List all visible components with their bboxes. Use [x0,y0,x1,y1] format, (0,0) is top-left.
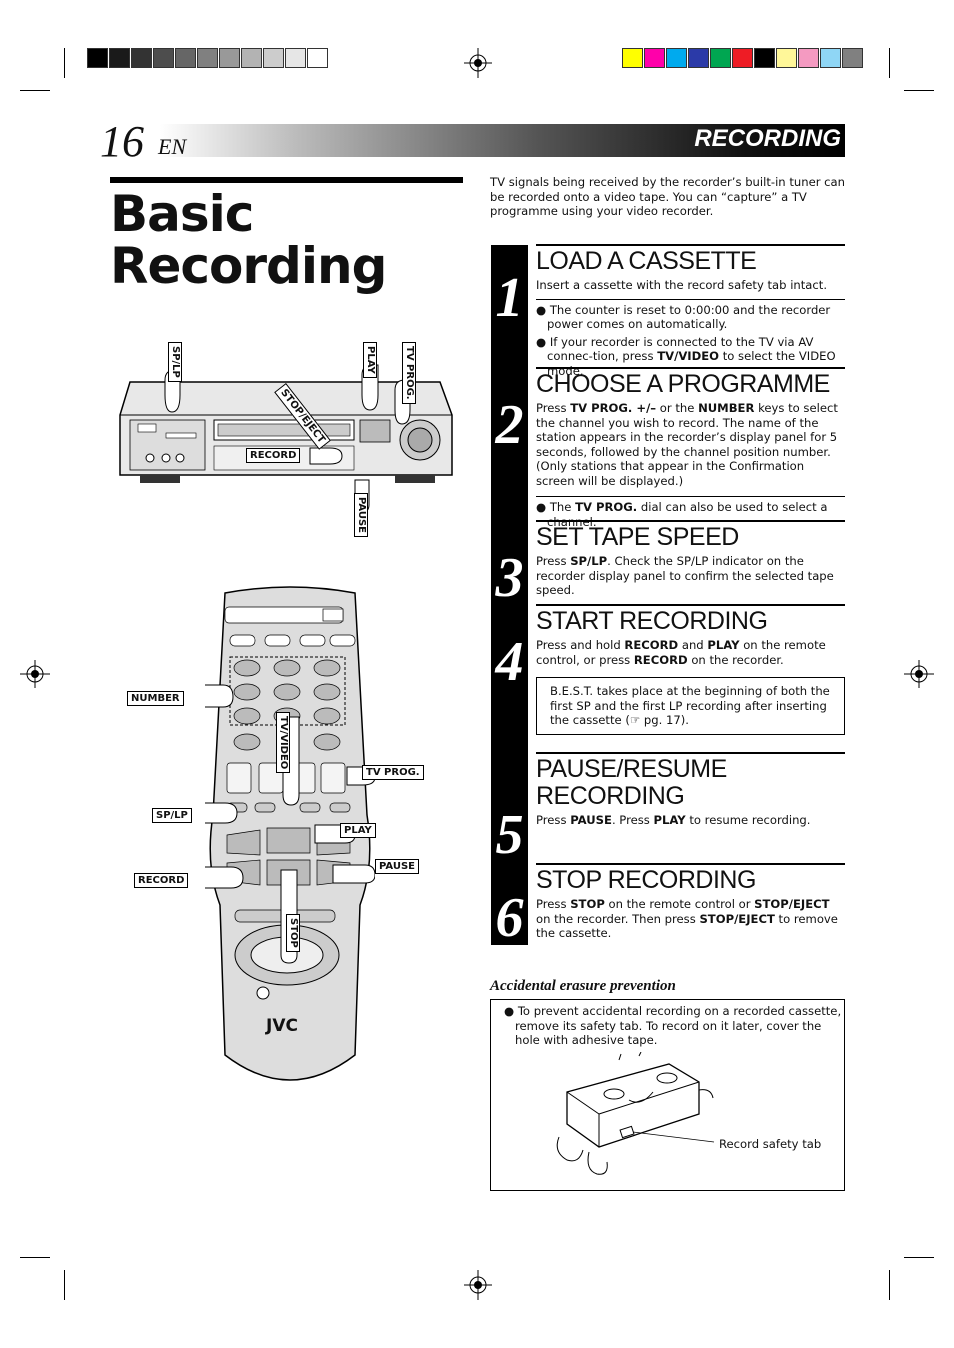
color-swatch [241,48,262,68]
color-swatch [219,48,240,68]
color-swatch [175,48,196,68]
step-heading: SET TAPE SPEED [536,523,739,551]
step-text: Insert a cassette with the record safety… [536,278,828,292]
step-text: Press STOP on the remote control or STOP… [536,897,838,940]
remote-brand-logo: JVC [266,1016,298,1036]
step-number: 4 [495,631,524,693]
crop-mark [904,90,934,91]
color-swatch [820,48,841,68]
registration-target-icon [20,660,50,688]
best-note-box: B.E.S.T. takes place at the beginning of… [536,677,845,735]
crop-mark [20,90,50,91]
section-title: RECORDING [694,125,841,152]
color-swatch [263,48,284,68]
remote-control-illustration [205,586,375,1081]
vcr-pause-label: PAUSE [354,493,368,537]
remote-number-label: NUMBER [127,691,184,706]
step-heading: START RECORDING [536,607,768,635]
step-number: 5 [495,804,524,866]
vcr-play-label: PLAY [363,342,377,378]
vcr-record-label: RECORD [246,448,301,463]
title-rule [110,177,463,183]
color-swatch [285,48,306,68]
step-heading: STOP RECORDING [536,866,756,894]
remote-sp-lp-label: SP/LP [152,808,192,823]
crop-mark [64,1270,65,1300]
step-number-column [491,245,528,945]
color-swatch [622,48,643,68]
color-swatch [197,48,218,68]
color-swatch [644,48,665,68]
cassette-character-illustration [556,1052,715,1175]
step-heading: LOAD A CASSETTE [536,247,757,275]
registration-target-icon [904,660,934,688]
color-swatch [131,48,152,68]
step-load-cassette: LOAD A CASSETTE Insert a cassette with t… [536,244,845,378]
crop-mark [64,48,65,78]
page-number: 16 [100,117,144,166]
remote-record-label: RECORD [134,873,189,888]
bullet-item: ● The counter is reset to 0:00:00 and th… [536,302,831,332]
accidental-erasure-box: ● To prevent accidental recording on a r… [490,999,845,1191]
color-swatch [732,48,753,68]
step-text: Press and hold RECORD and PLAY on the re… [536,638,826,667]
color-swatch [798,48,819,68]
color-swatch [842,48,863,68]
header-gradient-bar [160,124,845,157]
step-text: Press TV PROG. +/– or the NUMBER keys to… [536,401,838,488]
step-choose-programme: CHOOSE A PROGRAMME Press TV PROG. +/– or… [536,367,845,529]
step-text: Press PAUSE. Press PLAY to resume record… [536,813,811,827]
remote-stop-label: STOP [286,914,300,952]
bullet-item: ● To prevent accidental recording on a r… [504,1004,842,1047]
record-safety-tab-label: Record safety tab [719,1137,822,1151]
page-title: Basic Recording [110,185,387,295]
step-set-tape-speed: SET TAPE SPEED Press SP/LP. Check the SP… [536,520,845,598]
registration-target-icon [464,48,492,78]
color-swatch [153,48,174,68]
step-number: 2 [495,394,524,456]
step-stop-recording: STOP RECORDING Press STOP on the remote … [536,863,845,941]
crop-mark [20,1257,50,1258]
step-start-recording: START RECORDING Press and hold RECORD an… [536,604,845,735]
crop-mark [889,1270,890,1300]
accidental-erasure-title: Accidental erasure prevention [490,978,676,994]
step-text: Press SP/LP. Check the SP/LP indicator o… [536,554,834,597]
intro-paragraph: TV signals being received by the recorde… [490,175,845,218]
crop-mark [889,48,890,78]
color-swatch [688,48,709,68]
crop-mark [904,1257,934,1258]
remote-pause-label: PAUSE [375,859,419,874]
color-swatch [109,48,130,68]
remote-play-label: PLAY [340,823,376,838]
remote-tv-prog-label: TV PROG. [362,765,424,780]
color-swatch [776,48,797,68]
color-swatch [754,48,775,68]
color-swatch [307,48,328,68]
color-swatch [666,48,687,68]
remote-tv-video-label: TV/VIDEO [276,712,290,774]
page-header: 16 EN RECORDING [100,117,845,166]
step-heading: CHOOSE A PROGRAMME [536,370,830,398]
vcr-tv-prog-label: TV PROG. [402,342,416,404]
color-swatch [87,48,108,68]
vcr-sp-lp-label: SP/LP [168,342,182,382]
step-number: 1 [495,267,524,329]
registration-target-icon [464,1270,492,1300]
step-number: 6 [495,887,524,949]
step-number: 3 [495,547,524,609]
page-language-suffix: EN [158,134,187,159]
color-swatch [710,48,731,68]
